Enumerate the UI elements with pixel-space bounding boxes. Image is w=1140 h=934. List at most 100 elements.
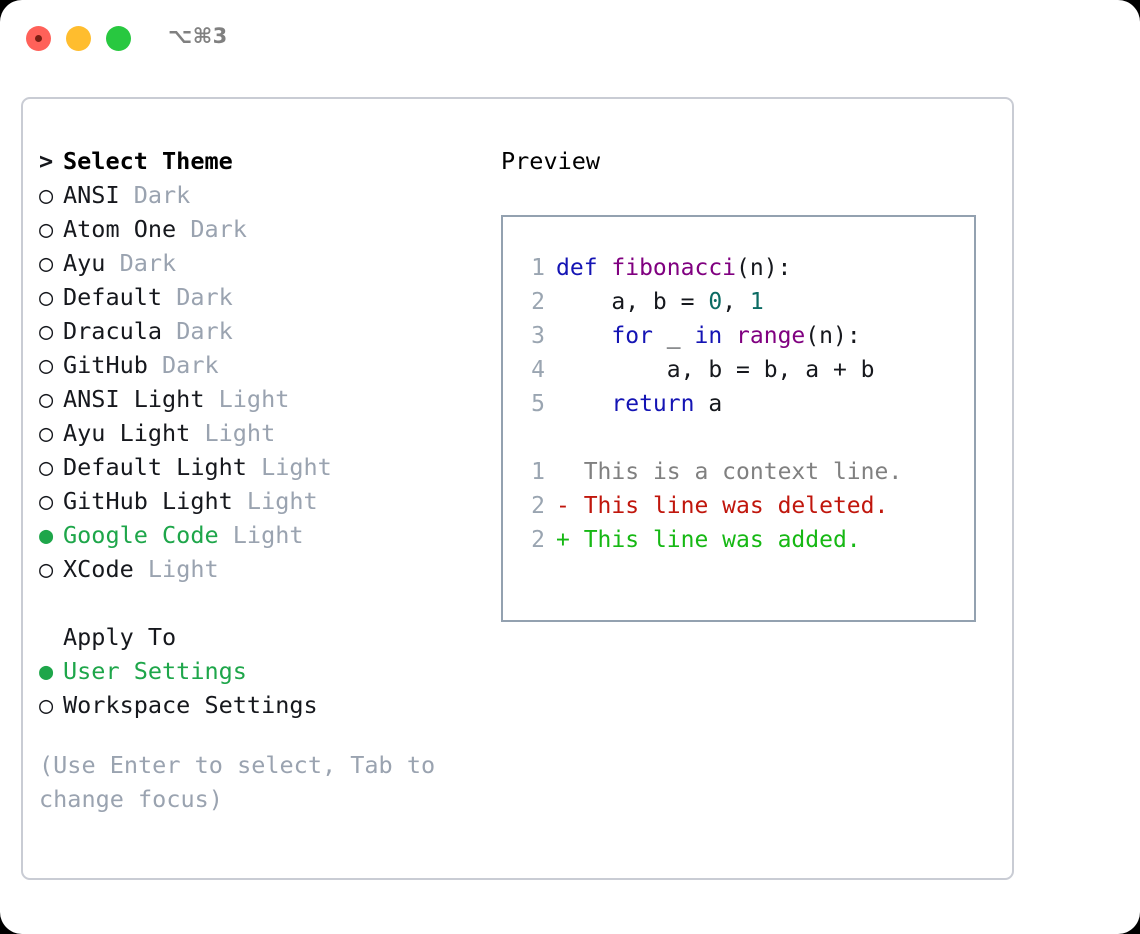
theme-option[interactable]: ○ Ayu Light Light	[39, 416, 489, 450]
code-token: a, b =	[556, 289, 709, 315]
window-title: ⌥⌘3	[168, 24, 228, 48]
radio-unselected-icon: ○	[39, 283, 54, 311]
diff-marker	[556, 459, 570, 485]
radio-unselected-icon: ○	[39, 453, 54, 481]
radio-selected-icon: ●	[39, 657, 54, 685]
code-token: fibonacci	[611, 255, 737, 281]
code-line: 5 return a	[517, 387, 974, 421]
theme-option-name: Ayu Light	[63, 419, 191, 447]
window-titlebar: ⌥⌘3	[0, 0, 1140, 76]
radio-unselected-icon: ○	[39, 419, 54, 447]
code-line: 3 for _ in range(n):	[517, 319, 974, 353]
theme-option-variant: Light	[133, 555, 219, 583]
preview-title: Preview	[501, 147, 601, 175]
code-token	[722, 323, 736, 349]
close-window-icon[interactable]	[26, 26, 51, 51]
code-line: 1 def fibonacci(n):	[517, 251, 974, 285]
theme-option-variant: Dark	[105, 249, 177, 277]
theme-option[interactable]: ○ GitHub Dark	[39, 348, 489, 382]
prompt-caret-icon: >	[39, 147, 54, 175]
apply-to-header-label: Apply To	[63, 623, 177, 651]
diff-line-number: 2	[531, 527, 545, 553]
code-token: range	[736, 323, 806, 349]
theme-option-name: Dracula	[63, 317, 163, 345]
code-token: 0	[708, 289, 723, 315]
code-token: in	[694, 323, 723, 349]
code-token: a	[694, 391, 723, 417]
radio-unselected-icon: ○	[39, 487, 54, 515]
diff-marker: +	[556, 527, 570, 553]
traffic-lights	[26, 26, 131, 51]
theme-option[interactable]: ○ Ayu Dark	[39, 246, 489, 280]
theme-option-name: ANSI Light	[63, 385, 205, 413]
code-token	[556, 323, 611, 349]
theme-option-variant: Light	[190, 419, 276, 447]
theme-option[interactable]: ○ Dracula Dark	[39, 314, 489, 348]
theme-option-name: XCode	[63, 555, 134, 583]
theme-option[interactable]: ○Default Dark	[39, 280, 489, 314]
code-line-number: 5	[531, 391, 545, 417]
diff-line-number: 2	[531, 493, 545, 519]
code-line-number: 1	[531, 255, 545, 281]
code-line-number: 4	[531, 357, 545, 383]
theme-option[interactable]: ○ANSI Dark	[39, 178, 489, 212]
theme-option-variant: Light	[246, 453, 332, 481]
code-line-number: 2	[531, 289, 545, 315]
theme-option-variant: Light	[204, 385, 290, 413]
diff-line: 2- This line was deleted.	[517, 489, 974, 523]
theme-picker-header: > Select Theme	[39, 144, 489, 178]
radio-unselected-icon: ○	[39, 181, 54, 209]
apply-to-option[interactable]: ● User Settings	[39, 654, 489, 688]
apply-to-option[interactable]: ○ Workspace Settings	[39, 688, 489, 722]
code-token: def	[556, 255, 612, 281]
diff-text: This is a context line.	[569, 459, 903, 485]
radio-unselected-icon: ○	[39, 691, 54, 719]
diff-line: 2 + This line was added.	[517, 523, 974, 557]
radio-selected-icon: ●	[39, 521, 54, 549]
code-token: (n):	[736, 255, 792, 281]
theme-option-name: Ayu	[63, 249, 106, 277]
diff-line: 1 This is a context line.	[517, 455, 974, 489]
theme-picker-column: >Select Theme ○ANSI Dark○Atom One Dark○A…	[39, 144, 489, 816]
code-token: (n):	[805, 323, 861, 349]
code-token: a, b = b, a + b	[556, 357, 875, 383]
minimize-window-icon[interactable]	[66, 26, 91, 51]
code-diff-spacer	[517, 421, 974, 455]
code-token: for	[611, 323, 653, 349]
diff-sample: 1 This is a context line.2- This line wa…	[517, 455, 974, 557]
radio-unselected-icon: ○	[39, 317, 54, 345]
code-token: 1	[749, 289, 764, 315]
theme-picker-header-label: Select Theme	[63, 147, 233, 175]
diff-marker: -	[556, 493, 570, 519]
code-token: return	[611, 391, 695, 417]
keyboard-hint: (Use Enter to select, Tab to change focu…	[39, 751, 436, 813]
code-line: 2 a, b = 0, 1	[517, 285, 974, 319]
apply-to-option-name: User Settings	[63, 657, 247, 685]
theme-option[interactable]: ○XCode Light	[39, 552, 489, 586]
theme-option[interactable]: ●Google Code Light	[39, 518, 489, 552]
radio-unselected-icon: ○	[39, 385, 54, 413]
theme-option[interactable]: ○ ANSI Light Light	[39, 382, 489, 416]
radio-unselected-icon: ○	[39, 249, 54, 277]
theme-option-variant: Dark	[147, 351, 219, 379]
apply-to-option-name: Workspace Settings	[63, 691, 318, 719]
list-spacer	[39, 586, 489, 620]
maximize-window-icon[interactable]	[106, 26, 131, 51]
theme-option[interactable]: ○Atom One Dark	[39, 212, 489, 246]
radio-unselected-icon: ○	[39, 351, 54, 379]
theme-option-name: GitHub	[63, 351, 148, 379]
apply-to-list: ● User Settings ○ Workspace Settings	[39, 654, 489, 722]
theme-option-name: Default Light	[63, 453, 247, 481]
apply-to-header: Apply To	[39, 620, 489, 654]
theme-option[interactable]: ○ Default Light Light	[39, 450, 489, 484]
theme-option-name: Atom One	[63, 215, 177, 243]
theme-option-variant: Light	[232, 487, 318, 515]
theme-option-variant: Dark	[162, 317, 233, 345]
code-token	[556, 391, 611, 417]
theme-option[interactable]: ○GitHub Light Light	[39, 484, 489, 518]
diff-text: This line was added.	[569, 527, 861, 553]
radio-unselected-icon: ○	[39, 215, 54, 243]
diff-line-number: 1	[531, 459, 545, 485]
